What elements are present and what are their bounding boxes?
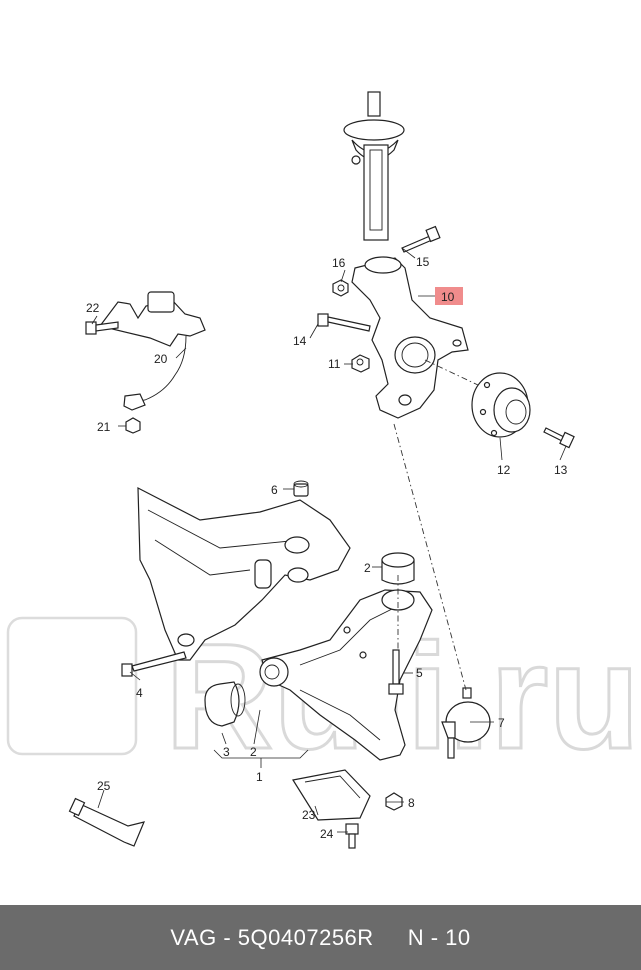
strut-assembly	[343, 91, 405, 241]
callout-14: 14	[293, 334, 307, 348]
callout-labels: 1 2 2 3 4 5 6 7 8 10 11 12 13 14 15 16 2…	[86, 255, 568, 841]
callout-1: 1	[256, 770, 263, 784]
callout-13: 13	[554, 463, 568, 477]
bolt-14	[317, 313, 371, 332]
callout-6: 6	[271, 483, 278, 497]
bushing-3	[204, 681, 246, 727]
callout-2-bushing: 2	[250, 745, 257, 759]
footer-separator: -	[223, 924, 232, 950]
callout-15: 15	[416, 255, 430, 269]
control-arm	[259, 589, 433, 761]
leader-lines	[91, 247, 567, 833]
callout-10: 10	[441, 290, 455, 304]
callout-20: 20	[154, 352, 168, 366]
callout-5: 5	[416, 666, 423, 680]
callout-11: 11	[328, 357, 341, 371]
bolt-4	[121, 651, 187, 677]
steering-knuckle	[351, 256, 469, 419]
callout-24: 24	[320, 827, 334, 841]
exploded-parts-diagram: Ruli.ru	[6, 91, 641, 849]
callout-22: 22	[86, 301, 100, 315]
level-sensor	[85, 291, 206, 434]
footer-part-number: 5Q0407256R	[237, 924, 374, 950]
callout-10-highlight	[435, 287, 463, 305]
grease-tube-25	[68, 797, 146, 847]
bushing-2	[381, 552, 415, 585]
callout-16: 16	[332, 256, 346, 270]
callout-23: 23	[302, 808, 316, 822]
nut-11	[351, 354, 370, 373]
bolt-15	[401, 225, 441, 253]
callout-8: 8	[408, 796, 415, 810]
callout-3: 3	[223, 745, 230, 759]
callout-25: 25	[97, 779, 111, 793]
assembly-lines	[393, 359, 479, 691]
bolt-5	[388, 649, 404, 695]
nut-8	[385, 792, 403, 811]
callout-21: 21	[97, 420, 111, 434]
nut-6	[293, 480, 309, 497]
hub-bolt	[543, 427, 575, 449]
callout-2: 2	[364, 561, 371, 575]
callout-4: 4	[136, 686, 143, 700]
wheel-hub	[471, 372, 531, 438]
callout-7: 7	[498, 716, 505, 730]
screw-24	[345, 823, 359, 849]
subframe	[137, 487, 351, 661]
nut-16	[332, 279, 349, 297]
footer-bar: VAG - 5Q0407256R N - 10	[0, 905, 641, 970]
footer-page: N - 10	[407, 924, 471, 950]
footer-brand: VAG	[170, 924, 217, 950]
cover-plate-23	[292, 769, 371, 821]
callout-12: 12	[497, 463, 511, 477]
